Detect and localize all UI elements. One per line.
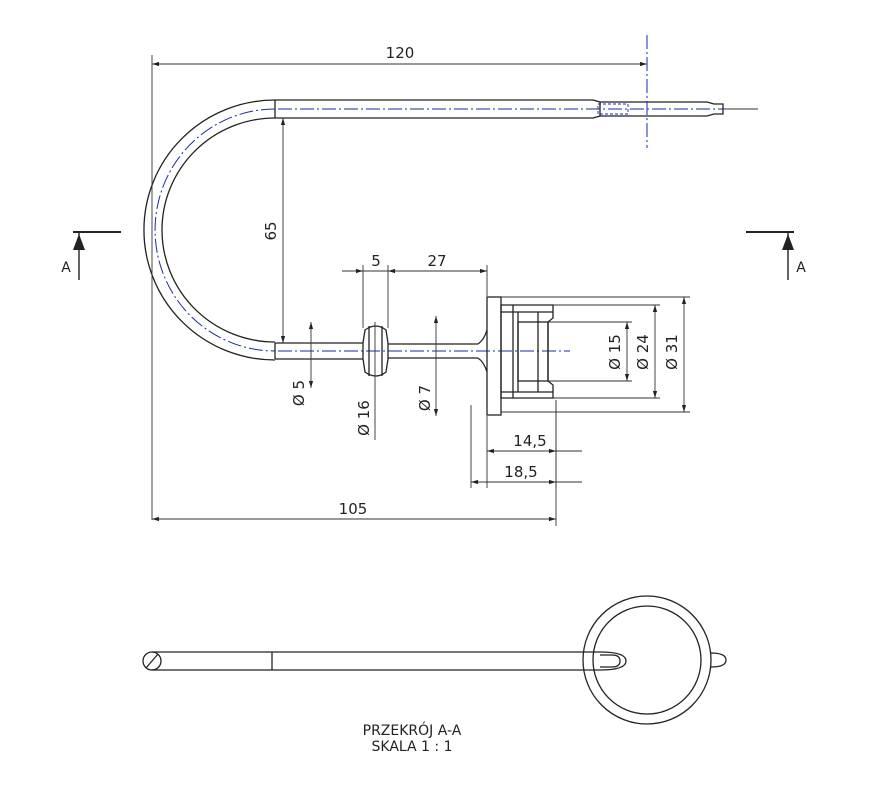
section-mark-right-label: A [796, 260, 806, 276]
section-ring-lug [710, 652, 727, 668]
wire-top-end [592, 99, 601, 119]
section-mark-left-arrow [73, 234, 85, 250]
section-ring-outer [582, 595, 712, 725]
section-pin-rod [152, 651, 627, 671]
dim-d16: Ø 16 [355, 400, 373, 436]
dim-27: 27 [427, 252, 446, 270]
dim-5: 5 [371, 252, 381, 270]
dim-120: 120 [386, 44, 415, 62]
dim-14-5: 14,5 [513, 432, 546, 450]
wire-curve-outer [143, 99, 276, 361]
dim-d7: Ø 7 [416, 385, 434, 411]
dim-d15: Ø 15 [606, 334, 624, 370]
flange [486, 296, 502, 416]
section-mark-left: A [61, 231, 121, 280]
section-title-line1: PRZEKRÓJ A-A [363, 721, 462, 739]
front-view: 120 65 105 5 27 Ø 5 Ø 16 Ø 7 [61, 35, 806, 526]
hidden-bore [597, 103, 629, 115]
section-rod-slot [600, 654, 621, 668]
body-core [517, 321, 549, 382]
section-pin-head [142, 651, 162, 671]
section-mark-left-label: A [61, 260, 71, 276]
section-view [142, 595, 727, 725]
section-pin-slot [145, 653, 159, 669]
dim-18-5: 18,5 [504, 463, 537, 481]
wire-curve-inner [161, 117, 276, 343]
section-mark-right: A [746, 231, 806, 280]
dim-d24: Ø 24 [634, 334, 652, 370]
wire-curve-centerline [154, 108, 276, 352]
section-mark-right-arrow [782, 234, 794, 250]
section-ring-inner [592, 605, 702, 715]
dim-d5: Ø 5 [290, 380, 308, 406]
section-title-line2: SKALA 1 : 1 [372, 739, 453, 755]
dim-65: 65 [262, 221, 280, 240]
dim-105: 105 [339, 500, 368, 518]
dim-d31: Ø 31 [663, 334, 681, 370]
